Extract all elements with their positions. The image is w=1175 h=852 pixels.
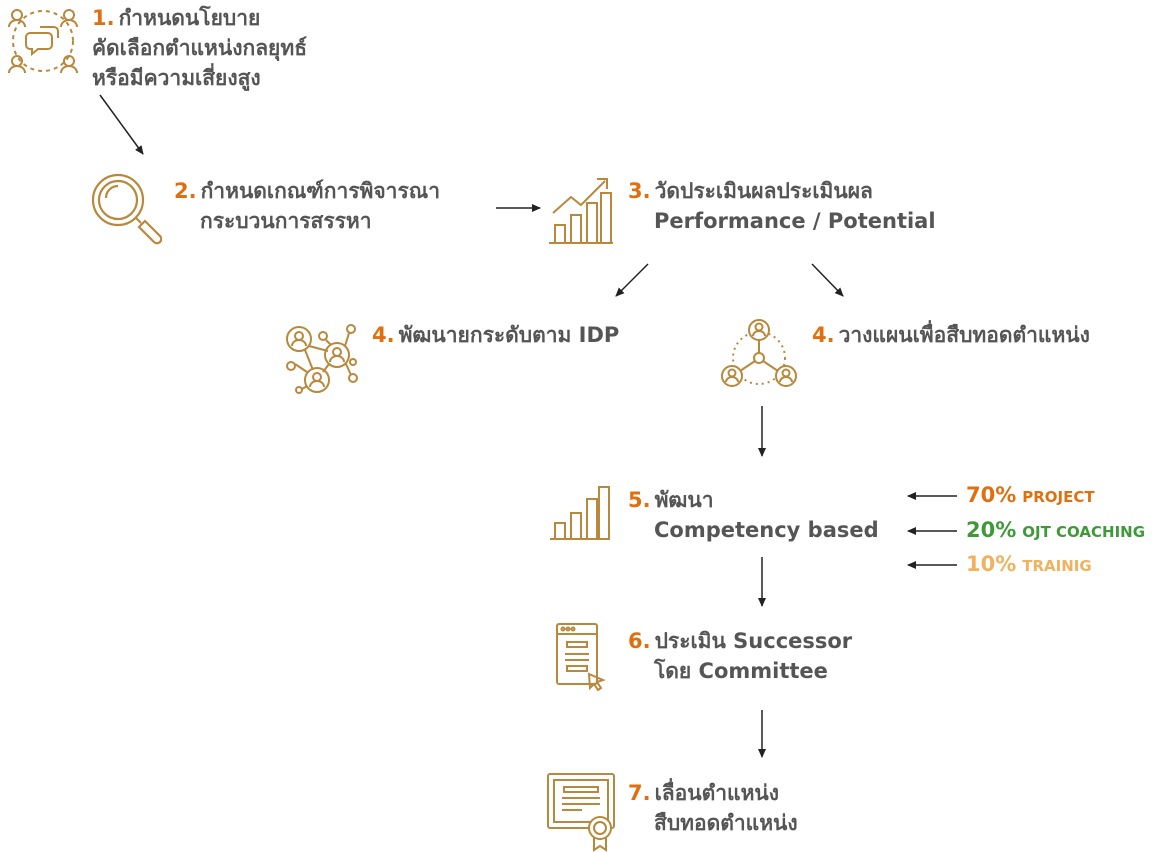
step-label: ประเมิน Successor — [654, 629, 853, 653]
evaluation-form-icon — [555, 622, 607, 692]
step-number: 6. — [628, 629, 651, 653]
step-label: กำหนดนโยบาย — [118, 6, 261, 30]
arrow-3-to-4b — [811, 263, 844, 297]
step-number: 7. — [628, 781, 651, 805]
step-number: 5. — [628, 488, 651, 512]
mix-ojt-coaching: 20% OJT COACHING — [966, 518, 1145, 542]
mix-percent: 10% — [966, 552, 1017, 576]
step-6: 6.ประเมิน Successor โดย Committee — [628, 626, 852, 686]
step-label: วางแผนเพื่อสืบทอดตำแหน่ง — [838, 323, 1090, 347]
mix-label: PROJECT — [1022, 488, 1095, 506]
step-label: Competency based — [654, 518, 879, 542]
people-network-icon — [283, 322, 361, 396]
mix-percent: 70% — [966, 483, 1017, 507]
step-number: 4. — [372, 323, 395, 347]
arrow-1-to-2 — [99, 94, 144, 155]
step-number: 4. — [812, 323, 835, 347]
step-2: 2.กำหนดเกณฑ์การพิจารณา กระบวนการสรรหา — [174, 176, 440, 236]
step-4-succession: 4.วางแผนเพื่อสืบทอดตำแหน่ง — [812, 320, 1090, 350]
step-label: โดย Committee — [654, 659, 828, 683]
step-label: วัดประเมินผลประเมินผล — [654, 179, 873, 203]
mix-project: 70% PROJECT — [966, 483, 1095, 507]
step-label: Performance / Potential — [654, 209, 936, 233]
growth-bar-chart-icon — [545, 175, 615, 245]
step-3: 3.วัดประเมินผลประเมินผล Performance / Po… — [628, 176, 936, 236]
step-label: กระบวนการสรรหา — [200, 209, 372, 233]
step-label: หรือมีความเสี่ยงสูง — [92, 66, 261, 90]
step-label: เลื่อนตำแหน่ง — [654, 781, 780, 805]
step-5: 5.พัฒนา Competency based — [628, 485, 879, 545]
mix-training: 10% TRAINIG — [966, 552, 1092, 576]
step-number: 3. — [628, 179, 651, 203]
mix-percent: 20% — [966, 518, 1017, 542]
step-label: คัดเลือกตำแหน่งกลยุทธ์ — [92, 36, 308, 60]
step-4-idp: 4.พัฒนายกระดับตาม IDP — [372, 320, 619, 350]
step-number: 2. — [174, 179, 197, 203]
certificate-icon — [546, 772, 616, 852]
step-7: 7.เลื่อนตำแหน่ง สืบทอดตำแหน่ง — [628, 778, 798, 838]
arrow-3-to-4a — [615, 263, 649, 297]
step-1: 1.กำหนดนโยบาย คัดเลือกตำแหน่งกลยุทธ์ หรื… — [92, 3, 307, 93]
step-number: 1. — [92, 6, 115, 30]
mix-label: OJT COACHING — [1022, 523, 1146, 541]
step-label: พัฒนา — [654, 488, 714, 512]
bar-chart-icon — [549, 485, 611, 541]
step-label: สืบทอดตำแหน่ง — [654, 811, 798, 835]
meeting-people-chat-icon — [8, 5, 78, 77]
step-label: พัฒนายกระดับตาม IDP — [398, 323, 620, 347]
succession-team-icon — [719, 318, 799, 390]
step-label: กำหนดเกณฑ์การพิจารณา — [200, 179, 441, 203]
mix-label: TRAINIG — [1022, 557, 1092, 575]
magnifier-icon — [90, 172, 162, 248]
